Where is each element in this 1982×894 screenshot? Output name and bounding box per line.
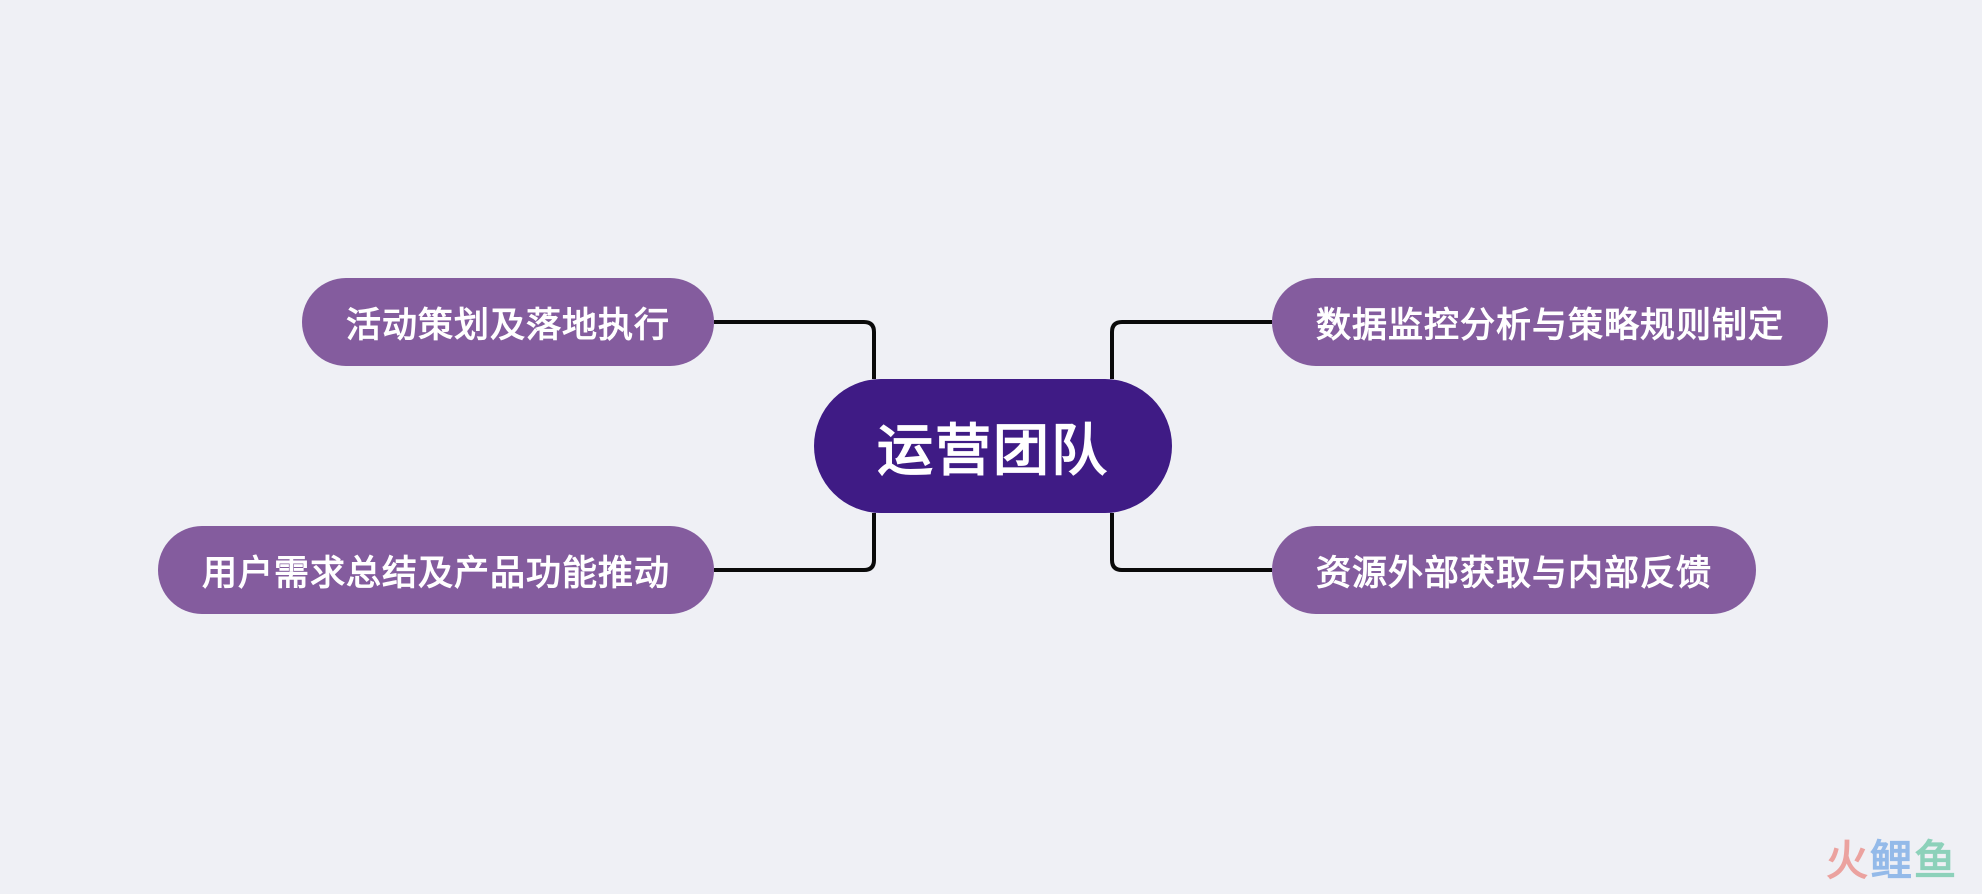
branch-label: 数据监控分析与策略规则制定 (1315, 305, 1784, 346)
connector-bottom-right (1110, 513, 1272, 572)
branch-node-user-needs[interactable]: 用户需求总结及产品功能推动 (158, 526, 714, 614)
branch-label: 资源外部获取与内部反馈 (1315, 553, 1712, 594)
watermark-char: 鱼 (1913, 836, 1956, 885)
branch-label: 用户需求总结及产品功能推动 (201, 553, 670, 594)
branch-node-activity-planning[interactable]: 活动策划及落地执行 (302, 278, 714, 366)
connector-top-right (1110, 320, 1272, 379)
central-topic-label: 运营团队 (877, 418, 1109, 484)
watermark-char: 鲤 (1869, 836, 1912, 885)
branch-node-resource-feedback[interactable]: 资源外部获取与内部反馈 (1272, 526, 1756, 614)
connector-bottom-left (714, 513, 876, 572)
connector-top-left (714, 320, 876, 379)
branch-node-data-monitoring[interactable]: 数据监控分析与策略规则制定 (1272, 278, 1828, 366)
branch-label: 活动策划及落地执行 (345, 305, 670, 346)
central-topic-node[interactable]: 运营团队 (814, 379, 1172, 513)
watermark-logo: 火 鲤 鱼 (1826, 827, 1956, 888)
watermark-char: 火 (1825, 836, 1868, 885)
